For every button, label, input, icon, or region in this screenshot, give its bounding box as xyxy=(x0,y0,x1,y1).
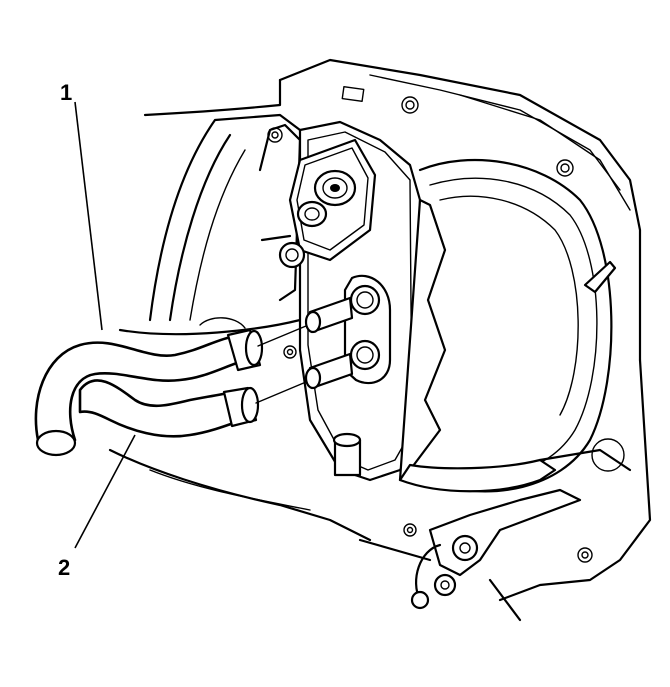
heater-outlet-hose xyxy=(78,379,244,438)
heater-core-plate xyxy=(260,120,422,482)
lower-bracket xyxy=(358,488,582,622)
callout-2: 2 xyxy=(58,434,136,580)
heater-core-pipes xyxy=(304,296,354,390)
callout-1-label: 1 xyxy=(60,80,72,105)
callout-2-label: 2 xyxy=(58,555,70,580)
heater-hoses xyxy=(34,317,307,457)
blower-housing xyxy=(398,158,632,493)
callout-1: 1 xyxy=(60,80,103,331)
dash-panel xyxy=(143,58,652,602)
